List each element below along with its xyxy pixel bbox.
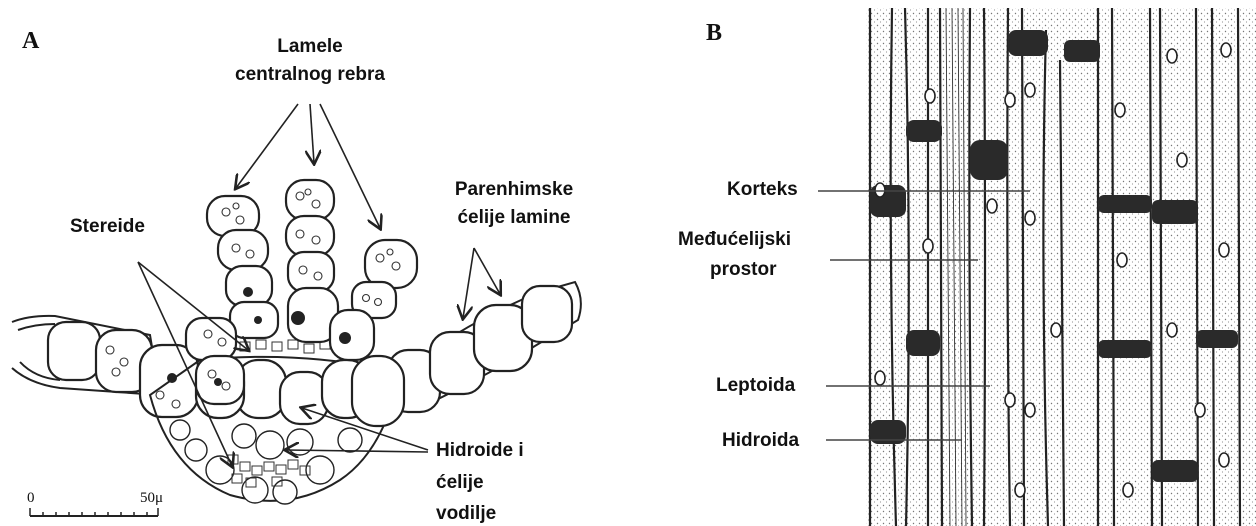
panel-b-letter: B xyxy=(706,20,722,46)
panel-a-letter: A xyxy=(22,28,40,54)
arrow-lamellae-left xyxy=(236,104,298,188)
arrow-lamellae-middle xyxy=(310,104,314,163)
label-lamellae-line1: Lamele xyxy=(277,36,342,57)
label-hydroids-line1: Hidroide i xyxy=(436,440,524,461)
label-lamellae-line2: centralnog rebra xyxy=(235,64,385,85)
arrow-parenchyma-2 xyxy=(474,248,500,294)
label-hydroids-line3: vodilje xyxy=(436,503,496,524)
label-leptoid: Leptoida xyxy=(716,375,796,396)
panel-a: A xyxy=(12,28,581,524)
arrow-parenchyma-1 xyxy=(463,248,474,318)
scale-zero: 0 xyxy=(27,490,35,506)
label-hydroid: Hidroida xyxy=(722,430,799,451)
label-cortex: Korteks xyxy=(727,179,798,200)
label-intercellular-line2: prostor xyxy=(710,259,777,280)
label-hydroids-line2: ćelije xyxy=(436,472,484,493)
scale-value: 50μ xyxy=(140,490,163,506)
scale-bar: 0 50μ xyxy=(27,490,163,516)
label-parenchyma-line1: Parenhimske xyxy=(455,179,573,200)
label-stereids: Stereide xyxy=(70,216,145,237)
panel-b: B xyxy=(678,8,1256,526)
longitudinal-section xyxy=(866,8,1256,526)
label-intercellular-line1: Međućelijski xyxy=(678,229,791,250)
label-parenchyma-line2: ćelije lamine xyxy=(457,207,570,228)
